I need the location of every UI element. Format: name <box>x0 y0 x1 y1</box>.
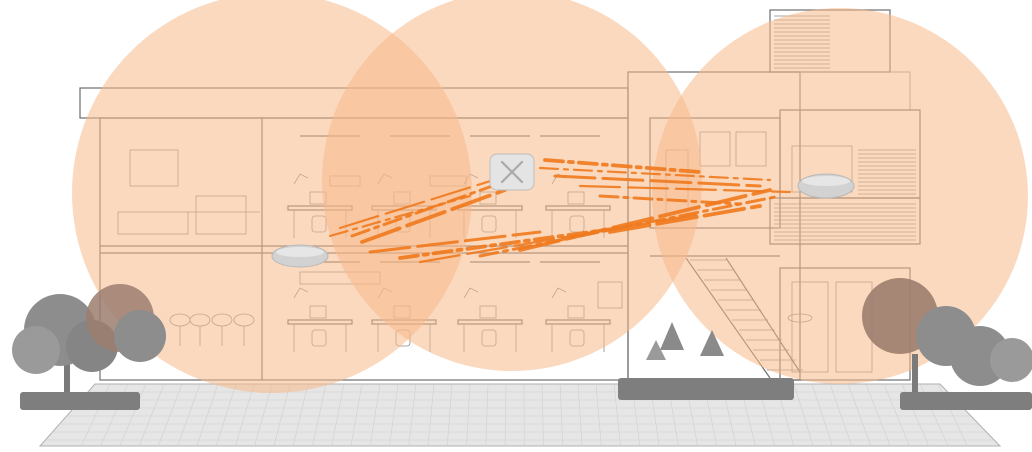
satellite-right <box>798 174 854 198</box>
pavement <box>40 384 1000 446</box>
satellite-left <box>272 245 328 267</box>
main-router <box>490 154 534 190</box>
